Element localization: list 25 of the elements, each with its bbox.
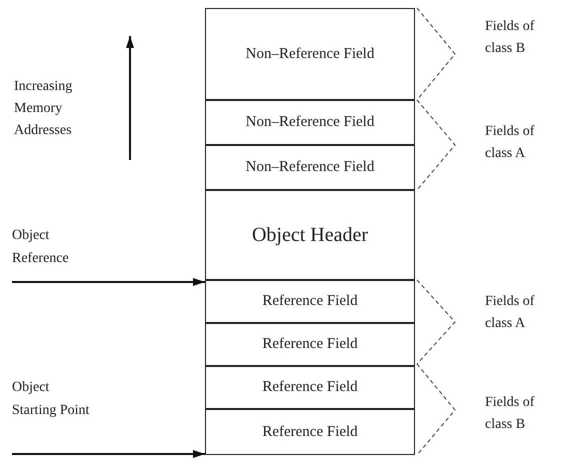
field-box [205,100,415,145]
field-name: Non–Reference Field [246,46,374,62]
group-label: Fields of class B [485,18,536,58]
field-name: Non–Reference Field [246,159,374,176]
group-label: Fields of class A [485,293,536,333]
field-box [205,409,415,455]
group-label: Fields of class A [485,123,536,163]
field-box [205,8,415,100]
arrow [12,278,205,286]
field-box [205,366,415,409]
direction-label: Increasing Memory Addresses [14,78,74,140]
pointer-label: Object Starting Point [12,376,97,454]
field-box [205,323,415,366]
field-box [205,145,415,190]
field-name: Reference Field [262,424,358,440]
field-name: Reference Field [262,379,358,396]
arrow [12,450,205,458]
field-name: Reference Field [262,293,358,310]
header-box [205,190,415,280]
field-name: Non–Reference Field [246,114,374,131]
field-box [205,280,415,323]
field-name: Object Header [252,224,368,246]
group-label: Fields of class B [485,394,536,434]
field-name: Reference Field [262,336,358,353]
pointer-label: Object Reference [12,224,107,276]
